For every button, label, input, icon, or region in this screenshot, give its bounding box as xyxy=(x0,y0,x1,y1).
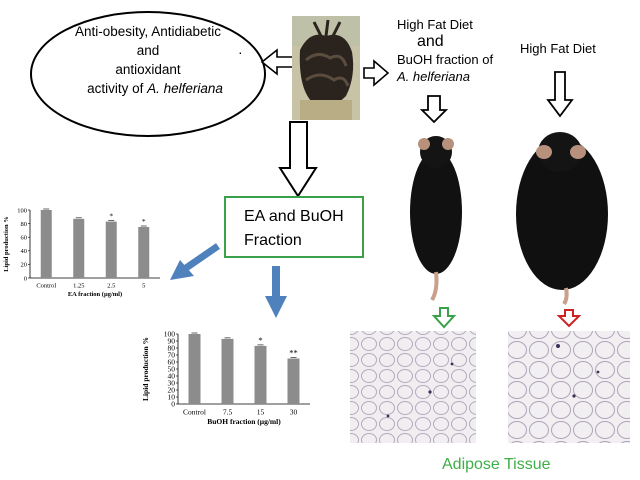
arrow-red-tissue xyxy=(556,309,582,328)
x-tick-label: 2.5 xyxy=(107,283,115,290)
arrow-blue-to-buoh-chart xyxy=(265,266,287,318)
y-tick-label: 70 xyxy=(168,351,176,360)
bar xyxy=(188,334,201,404)
y-tick-label: 90 xyxy=(168,337,176,346)
arrow-green-tissue xyxy=(431,307,457,329)
y-tick-label: 0 xyxy=(171,400,175,409)
diet-species: A. helferiana xyxy=(397,69,470,84)
stray-dot: · xyxy=(238,44,243,60)
arrow-right-to-diet xyxy=(363,59,390,87)
y-tick-label: 100 xyxy=(17,207,27,214)
diet-line-1: High Fat Diet xyxy=(397,17,473,32)
y-tick-label: 50 xyxy=(168,365,176,374)
x-tick-label: 7.5 xyxy=(223,408,233,417)
adipose-image-treated xyxy=(350,331,476,443)
x-tick-label: 15 xyxy=(257,408,265,417)
adipose-image-control xyxy=(508,331,630,443)
significance-mark: * xyxy=(142,217,146,226)
arrow-down-to-fraction xyxy=(278,121,318,198)
arrow-down-control xyxy=(546,71,574,118)
y-tick-label: 20 xyxy=(21,262,28,269)
fraction-box: EA and BuOH Fraction xyxy=(224,196,364,258)
x-tick-label: Control xyxy=(183,408,206,417)
significance-mark: * xyxy=(258,335,262,345)
y-tick-label: 60 xyxy=(168,358,176,367)
arrow-blue-to-ea-chart xyxy=(170,243,220,280)
fraction-line-1: EA and BuOH xyxy=(244,208,344,225)
y-tick-label: 80 xyxy=(168,344,176,353)
summary-line: and xyxy=(136,43,160,58)
summary-line: activity of A. helferiana xyxy=(72,79,238,98)
significance-mark: * xyxy=(109,212,113,221)
y-tick-label: 60 xyxy=(21,234,28,241)
tissue-label: Adipose Tissue xyxy=(442,456,551,473)
y-tick-label: 20 xyxy=(168,386,176,395)
y-tick-label: 80 xyxy=(21,221,28,228)
summary-prefix: activity of xyxy=(87,81,148,96)
x-axis-label: BuOH fraction (µg/ml) xyxy=(207,417,281,426)
bar xyxy=(40,210,52,278)
diet-line-3: BuOH fraction of xyxy=(397,52,494,67)
x-axis-label: EA fraction (µg/ml) xyxy=(68,291,122,298)
x-tick-label: Control xyxy=(36,283,56,290)
y-tick-label: 40 xyxy=(21,248,28,255)
summary-oval xyxy=(30,11,266,137)
diet-line-2: and xyxy=(417,33,444,50)
y-tick-label: 30 xyxy=(168,379,176,388)
y-tick-label: 40 xyxy=(168,372,176,381)
y-tick-label: 10 xyxy=(168,393,176,402)
significance-mark: ** xyxy=(289,348,298,358)
arrow-left-to-oval xyxy=(260,48,295,76)
summary-line: antioxidant xyxy=(115,62,181,77)
bar xyxy=(287,358,300,404)
control-group-label: High Fat Diet xyxy=(520,41,596,56)
bar xyxy=(73,218,85,278)
y-tick-label: 100 xyxy=(164,330,176,339)
bar xyxy=(221,338,234,404)
y-axis-label: Lipid production % xyxy=(3,216,10,272)
bar xyxy=(105,221,117,278)
summary-line: Anti-obesity, Antidiabetic xyxy=(74,24,222,39)
mouse-photo-control xyxy=(516,132,608,306)
summary-text: Anti-obesity, Antidiabetic and antioxida… xyxy=(58,22,238,98)
fraction-line-2: Fraction xyxy=(244,232,302,249)
y-tick-label: 0 xyxy=(24,275,27,282)
x-tick-label: 1.25 xyxy=(73,283,84,290)
mouse-photo-treated xyxy=(398,126,478,302)
bar xyxy=(254,345,267,404)
arrow-down-diet xyxy=(419,95,449,124)
bar xyxy=(138,227,150,278)
y-axis-label: Lipid production % xyxy=(141,337,150,401)
x-tick-label: 5 xyxy=(142,283,145,290)
diet-group-label: High Fat Diet and BuOH fraction of A. he… xyxy=(397,16,493,85)
plant-photo xyxy=(292,16,360,120)
summary-species: A. helferiana xyxy=(147,81,223,96)
x-tick-label: 30 xyxy=(290,408,298,417)
